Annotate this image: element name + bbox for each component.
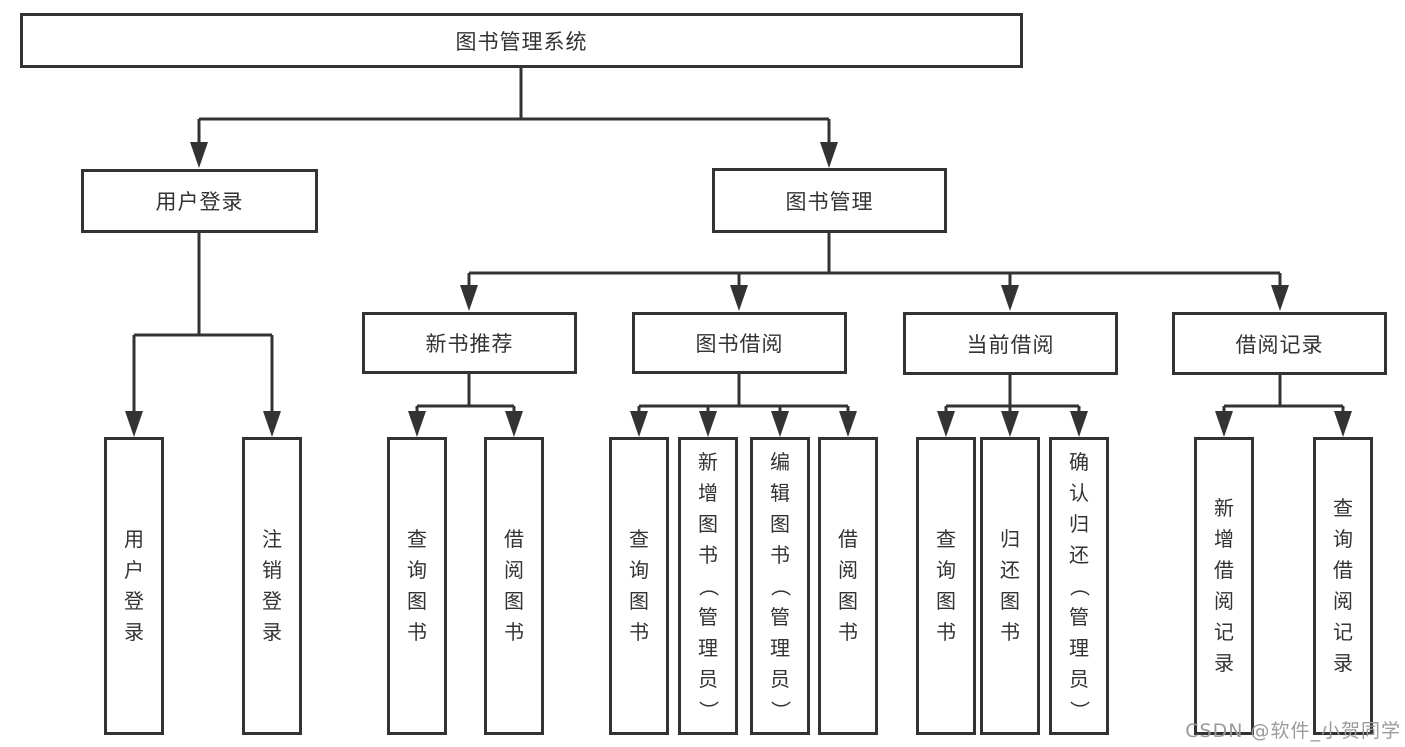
node-borrow-add-books-admin: 新增图书（管理员） [678, 437, 738, 735]
node-root-system: 图书管理系统 [20, 13, 1023, 68]
arrow-down-icon [460, 285, 478, 311]
arrow-down-icon [190, 142, 208, 168]
arrow-down-icon [408, 411, 426, 437]
node-book-borrowing: 图书借阅 [632, 312, 847, 374]
node-records-add-borrow-record: 新增借阅记录 [1194, 437, 1254, 735]
node-current-confirm-return-admin: 确认归还（管理员） [1049, 437, 1109, 735]
arrow-down-icon [1001, 411, 1019, 437]
node-user-login: 用户登录 [81, 169, 318, 233]
arrow-down-icon [839, 411, 857, 437]
node-current-borrowing: 当前借阅 [903, 312, 1118, 375]
arrow-down-icon [263, 411, 281, 437]
arrow-down-icon [630, 411, 648, 437]
node-current-return-books: 归还图书 [980, 437, 1040, 735]
arrow-down-icon [937, 411, 955, 437]
arrow-down-icon [771, 411, 789, 437]
node-borrowing-records: 借阅记录 [1172, 312, 1387, 375]
node-recommend-query-books: 查询图书 [387, 437, 447, 735]
node-borrow-edit-books-admin: 编辑图书（管理员） [750, 437, 810, 735]
arrow-down-icon [1215, 411, 1233, 437]
arrow-down-icon [699, 411, 717, 437]
arrow-heads [125, 142, 1352, 437]
arrow-down-icon [1070, 411, 1088, 437]
node-records-query-borrow-record: 查询借阅记录 [1313, 437, 1373, 735]
arrow-down-icon [1271, 285, 1289, 311]
arrow-down-icon [1334, 411, 1352, 437]
node-login-user-login-leaf: 用户登录 [104, 437, 164, 735]
node-book-management: 图书管理 [712, 168, 947, 233]
node-login-logout-leaf: 注销登录 [242, 437, 302, 735]
arrow-down-icon [505, 411, 523, 437]
arrow-down-icon [125, 411, 143, 437]
arrow-down-icon [730, 285, 748, 311]
node-borrow-borrow-books: 借阅图书 [818, 437, 878, 735]
node-new-book-recommend: 新书推荐 [362, 312, 577, 374]
arrow-down-icon [820, 142, 838, 168]
node-recommend-borrow-books: 借阅图书 [484, 437, 544, 735]
node-current-query-books: 查询图书 [916, 437, 976, 735]
node-borrow-query-books: 查询图书 [609, 437, 669, 735]
csdn-watermark: CSDN @软件_小贺同学 [1185, 720, 1401, 742]
arrow-down-icon [1001, 285, 1019, 311]
